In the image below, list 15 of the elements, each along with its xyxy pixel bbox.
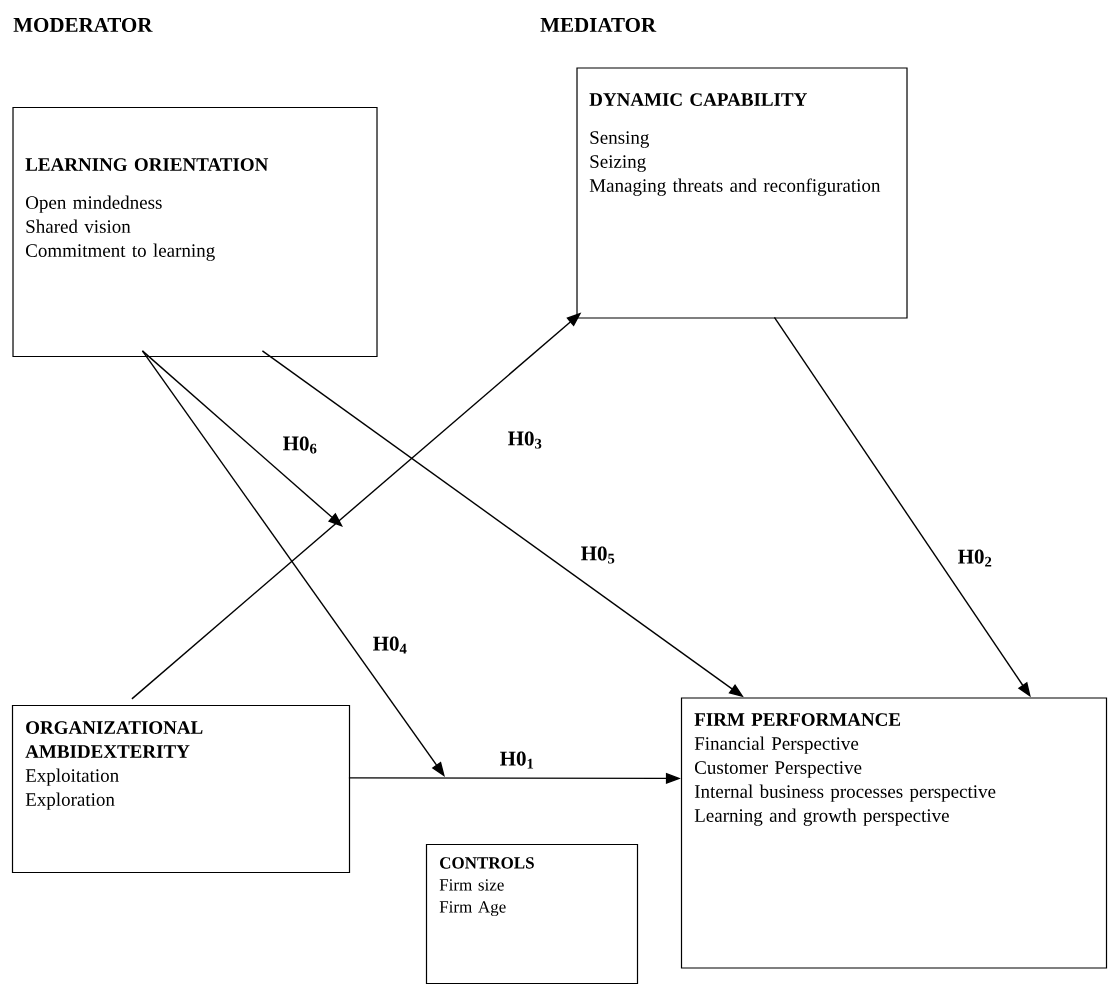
edge-label: H0$_{6}$: [283, 436, 317, 454]
heading: MODERATOR: [13, 17, 153, 33]
text-box: LEARNING ORIENTATION Open mindedness Shared vision Commitment to learning: [12, 106, 378, 358]
edge-label: H0$_{4}$: [373, 636, 407, 654]
edge-label: H0$_{1}$: [500, 751, 534, 769]
edge-label: H0$_{2}$: [958, 549, 992, 567]
arrow: [141, 350, 445, 777]
text-box: DYNAMIC CAPABILITY Sensing Seizing Managing threats and reconfiguration: [576, 67, 908, 319]
edge-label: H0$_{3}$: [508, 431, 542, 449]
text-box: CONTROLS Firm size Firm Age: [425, 843, 639, 985]
arrow: [141, 350, 343, 527]
heading: MEDIATOR: [540, 17, 657, 33]
edge-label: H0$_{5}$: [581, 546, 615, 564]
text-box: ORGANIZATIONAL AMBIDEXTERITY Exploitation Exploration: [11, 704, 351, 874]
text-box: FIRM PERFORMANCE Financial Perspective Customer Perspective Internal business processes perspective Learning and growth perspective: [680, 697, 1108, 969]
